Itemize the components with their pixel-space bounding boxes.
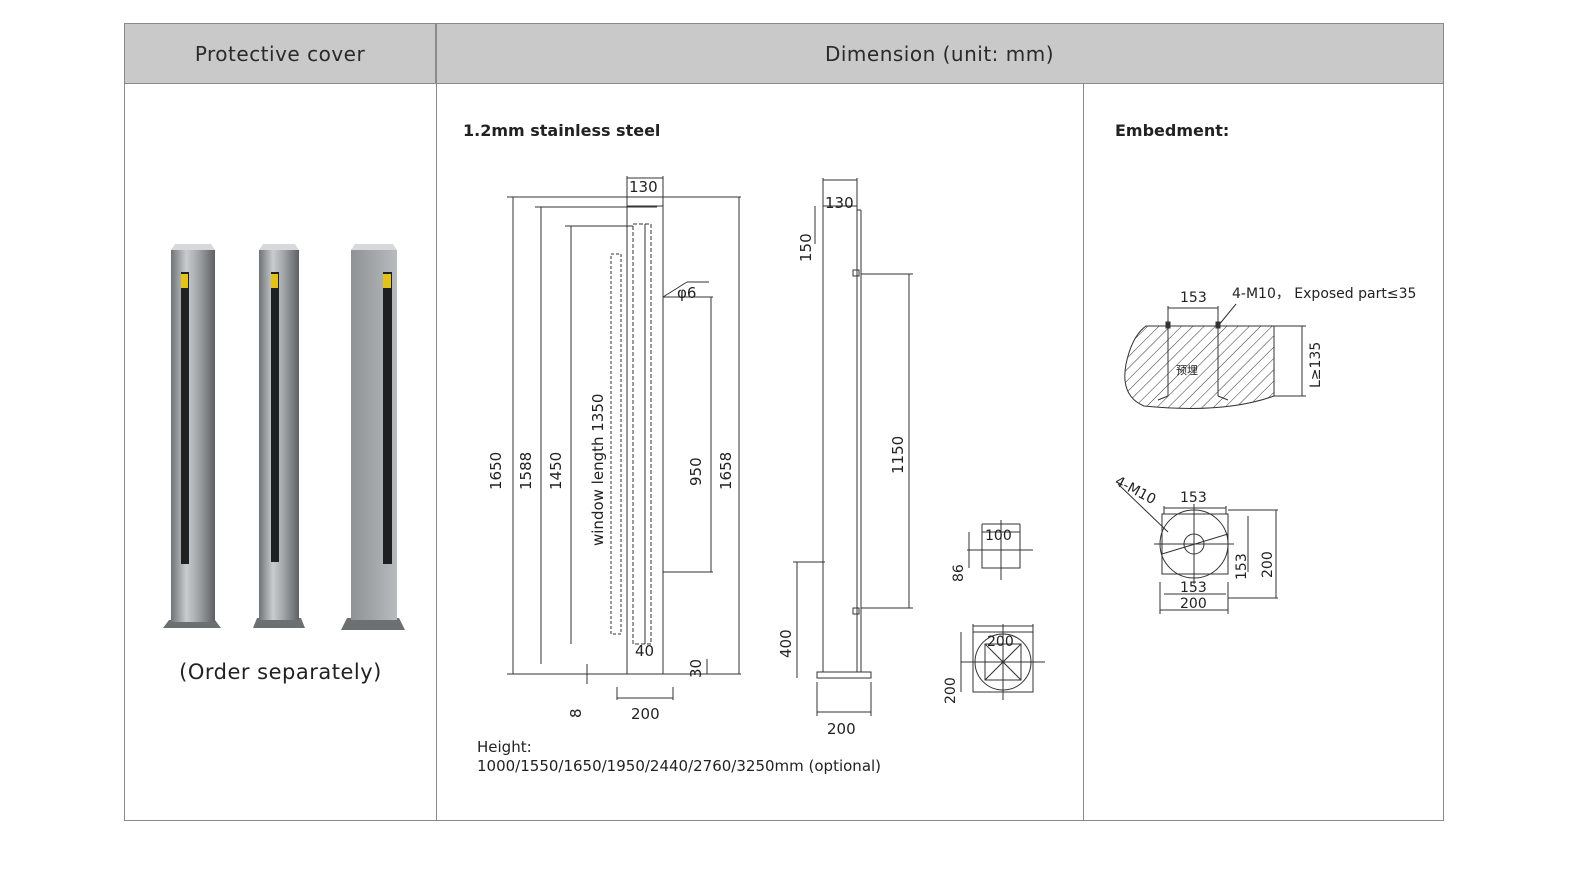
embedment-drawing: 153 4-M10， Exposed part≤35 L≥135 预埋 4-M1… [1112, 286, 1416, 614]
side-base-width: 200 [827, 720, 856, 734]
front-view [507, 176, 741, 700]
small-plate-width: 100 [985, 528, 1012, 544]
side-dim-400: 400 [777, 629, 795, 658]
side-dim-1150: 1150 [889, 436, 907, 474]
small-plate-height: 86 [951, 564, 967, 582]
material-label: 1.2mm stainless steel [463, 121, 661, 140]
embedment-label: Embedment: [1115, 121, 1230, 140]
base-plate-width: 200 [987, 634, 1014, 650]
column-divider-2 [1083, 84, 1084, 820]
front-base-width: 200 [631, 705, 660, 723]
plan-dim-153-top: 153 [1180, 490, 1207, 506]
plan-dim-153-right: 153 [1234, 553, 1250, 580]
base-plate-view [960, 624, 1045, 700]
embedment-plan-view [1117, 483, 1278, 614]
dimension-drawing: 130 φ6 1650 1588 1450 window length 1350… [487, 176, 1045, 734]
base-plate-height: 200 [943, 677, 959, 704]
post-3 [341, 244, 405, 630]
side-view [793, 178, 913, 716]
post-1 [163, 244, 221, 628]
front-dim-8: 8 [567, 708, 585, 718]
spec-table: Protective cover Dimension (unit: mm) [124, 23, 1444, 821]
plan-dim-200-bottom: 200 [1180, 596, 1207, 612]
embedment-section-view [1124, 303, 1306, 409]
front-height-1450: 1450 [547, 452, 565, 490]
front-height-1658: 1658 [717, 452, 735, 490]
hole-diameter: φ6 [677, 284, 696, 302]
window-length: window length 1350 [589, 394, 607, 546]
side-top-width: 130 [825, 194, 854, 212]
header-protective-cover: Protective cover [125, 24, 436, 84]
plan-dim-153-bottom: 153 [1180, 580, 1207, 596]
side-dim-150: 150 [797, 233, 815, 262]
front-dim-40: 40 [635, 642, 654, 660]
front-height-1650: 1650 [487, 452, 505, 490]
front-top-width: 130 [629, 178, 658, 196]
header-dimension: Dimension (unit: mm) [436, 24, 1443, 84]
embed-mark: 预埋 [1176, 364, 1198, 377]
small-plate-view [967, 520, 1033, 580]
embed-depth: L≥135 [1308, 342, 1324, 388]
height-values: 1000/1550/1650/1950/2440/2760/3250mm (op… [477, 757, 882, 775]
front-height-950: 950 [687, 457, 705, 486]
order-separately-note: (Order separately) [179, 660, 382, 684]
protective-cover-photo [163, 244, 405, 630]
plan-bolt-label: 4-M10 [1112, 473, 1158, 508]
bolt-exposed-note: 4-M10， Exposed part≤35 [1232, 286, 1416, 302]
front-height-1588: 1588 [517, 452, 535, 490]
front-dim-30: 30 [687, 659, 705, 678]
height-label: Height: [477, 738, 532, 756]
column-divider-1 [436, 24, 437, 820]
plan-dim-200-right: 200 [1260, 551, 1276, 578]
section-dim-153: 153 [1180, 290, 1207, 306]
post-2 [253, 244, 305, 628]
